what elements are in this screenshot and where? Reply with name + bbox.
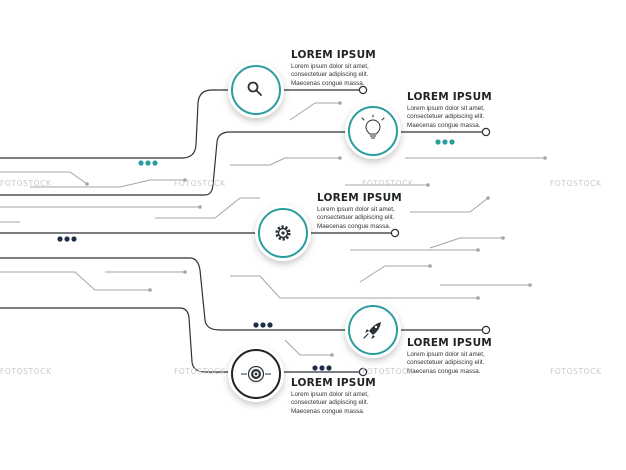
step-5-title: LOREM IPSUM [291, 377, 376, 389]
step-1-title: LOREM IPSUM [291, 49, 376, 61]
connector-5 [0, 307, 363, 373]
watermark: FOTOSTOCK [362, 179, 414, 188]
trace [289, 102, 340, 121]
circuit-traces-light [0, 102, 545, 356]
watermark: FOTOSTOCK [174, 179, 226, 188]
rocket-icon [363, 322, 381, 339]
trace [410, 197, 489, 213]
watermark: FOTOSTOCK [0, 179, 52, 188]
trace [30, 179, 185, 188]
step-node-5 [228, 346, 284, 402]
watermark: FOTOSTOCK [550, 367, 602, 376]
trace [155, 197, 260, 219]
watermark: FOTOSTOCK [362, 367, 414, 376]
trace [0, 271, 150, 291]
connector-end-rings [358, 85, 491, 377]
step-5-description: Lorem ipsum dolor sit amet, consectetuer… [291, 391, 369, 415]
gear-icon [275, 225, 291, 241]
connector-1 [0, 89, 363, 159]
trace [429, 237, 503, 249]
trace [230, 157, 340, 166]
trace [359, 265, 430, 283]
target-icon [241, 365, 271, 383]
step-2-description: Lorem ipsum dolor sit amet, consectetuer… [407, 105, 485, 129]
watermark: FOTOSTOCK [550, 179, 602, 188]
lightbulb-icon [361, 114, 385, 139]
connector-2 [0, 131, 486, 196]
trace-end-dots [85, 101, 547, 357]
step-node-3 [255, 205, 311, 261]
step-1-description: Lorem ipsum dolor sit amet, consectetuer… [291, 63, 369, 87]
main-connectors [0, 89, 486, 373]
step-3-description: Lorem ipsum dolor sit amet, consectetuer… [317, 206, 395, 230]
trace [0, 171, 88, 185]
trace [284, 339, 332, 356]
connector-4 [0, 257, 486, 331]
watermark: FOTOSTOCK [0, 367, 52, 376]
step-node-4 [345, 302, 401, 358]
trace [230, 275, 478, 299]
step-3-title: LOREM IPSUM [317, 192, 402, 204]
step-node-1 [228, 62, 284, 118]
watermark: FOTOSTOCK [174, 367, 226, 376]
step-4-description: Lorem ipsum dolor sit amet, consectetuer… [407, 351, 485, 375]
step-4-title: LOREM IPSUM [407, 337, 492, 349]
magnifier-icon [247, 81, 262, 96]
dot-triplets [57, 139, 455, 371]
step-2-title: LOREM IPSUM [407, 91, 492, 103]
step-node-2 [345, 103, 401, 159]
